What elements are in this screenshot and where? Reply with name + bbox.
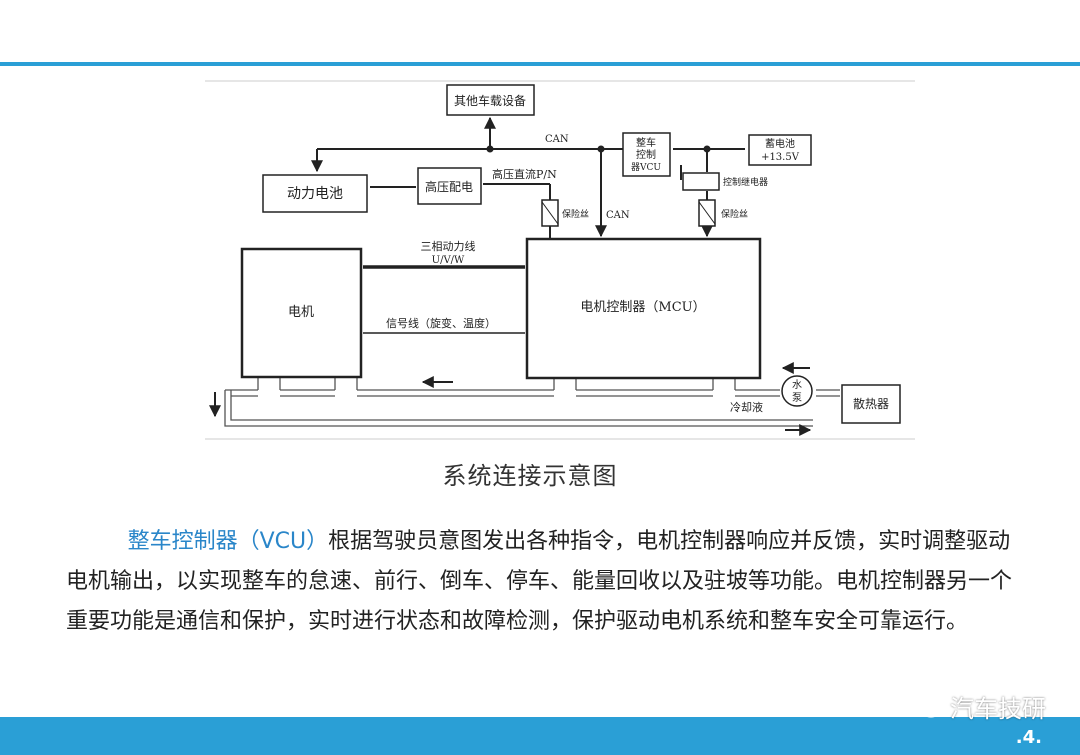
header-rule [0,62,1080,66]
can-vertical-label: CAN [606,210,630,221]
system-connection-diagram: 其他车载设备 动力电池 高压配电 整车 控制 器VCU 蓄电池 +13.5V 控… [205,78,915,444]
motor-box [240,247,363,379]
water-pump [781,375,813,407]
vcu-label-line1: 整车 [636,136,656,149]
coolant-label: 冷却液 [730,400,763,414]
diagram-caption: 系统连接示意图 [442,462,618,490]
fuse-left-label: 保险丝 [562,208,589,220]
three-phase-label: 三相动力线 [421,239,476,253]
hv-distribution-label: 高压配电 [425,179,473,194]
power-battery-box [262,174,368,213]
body-text: 根据驾驶员意图发出各种指令，电机控制器响应并反馈，实时调整驱动电机输出，以实现整… [66,529,1013,634]
hv-dc-label: 高压直流P/N [492,167,557,181]
hv-distribution-box [417,167,482,205]
wechat-icon [909,693,941,718]
other-devices-label: 其他车载设备 [454,93,526,108]
motor-label: 电机 [288,305,314,320]
relay-box [682,172,720,191]
vcu-label-line3: 器VCU [631,162,661,173]
mcu-box [525,237,762,380]
fuse-right-label: 保险丝 [721,208,748,220]
watermark-text: 汽车技研 [950,694,1046,723]
radiator-box [841,384,901,424]
relay-label: 控制继电器 [723,176,768,188]
three-phase-sublabel: U/V/W [432,255,465,266]
vcu-box [622,132,671,177]
vcu-label-line2: 控制 [636,148,656,161]
watermark: 汽车技研 [908,690,1046,723]
can-top-label: CAN [545,134,569,145]
pump-label-line2: 泵 [792,392,802,404]
pump-label-line1: 水 [792,379,802,391]
signal-line-label: 信号线（旋变、温度） [386,316,496,330]
battery-12v-label-line2: +13.5V [761,152,800,163]
power-battery-label: 动力电池 [287,186,343,202]
page-number: .4. [1015,727,1042,748]
footer-bar [0,717,1080,755]
vcu-highlight: 整车控制器（VCU） [127,529,329,554]
battery-12v-box [748,134,812,166]
radiator-label: 散热器 [853,396,889,411]
mcu-label: 电机控制器（MCU） [580,300,705,315]
other-devices-box [446,84,535,116]
body-paragraph: 整车控制器（VCU）根据驾驶员意图发出各种指令，电机控制器响应并反馈，实时调整驱… [66,522,1026,642]
battery-12v-label-line1: 蓄电池 [765,137,795,150]
